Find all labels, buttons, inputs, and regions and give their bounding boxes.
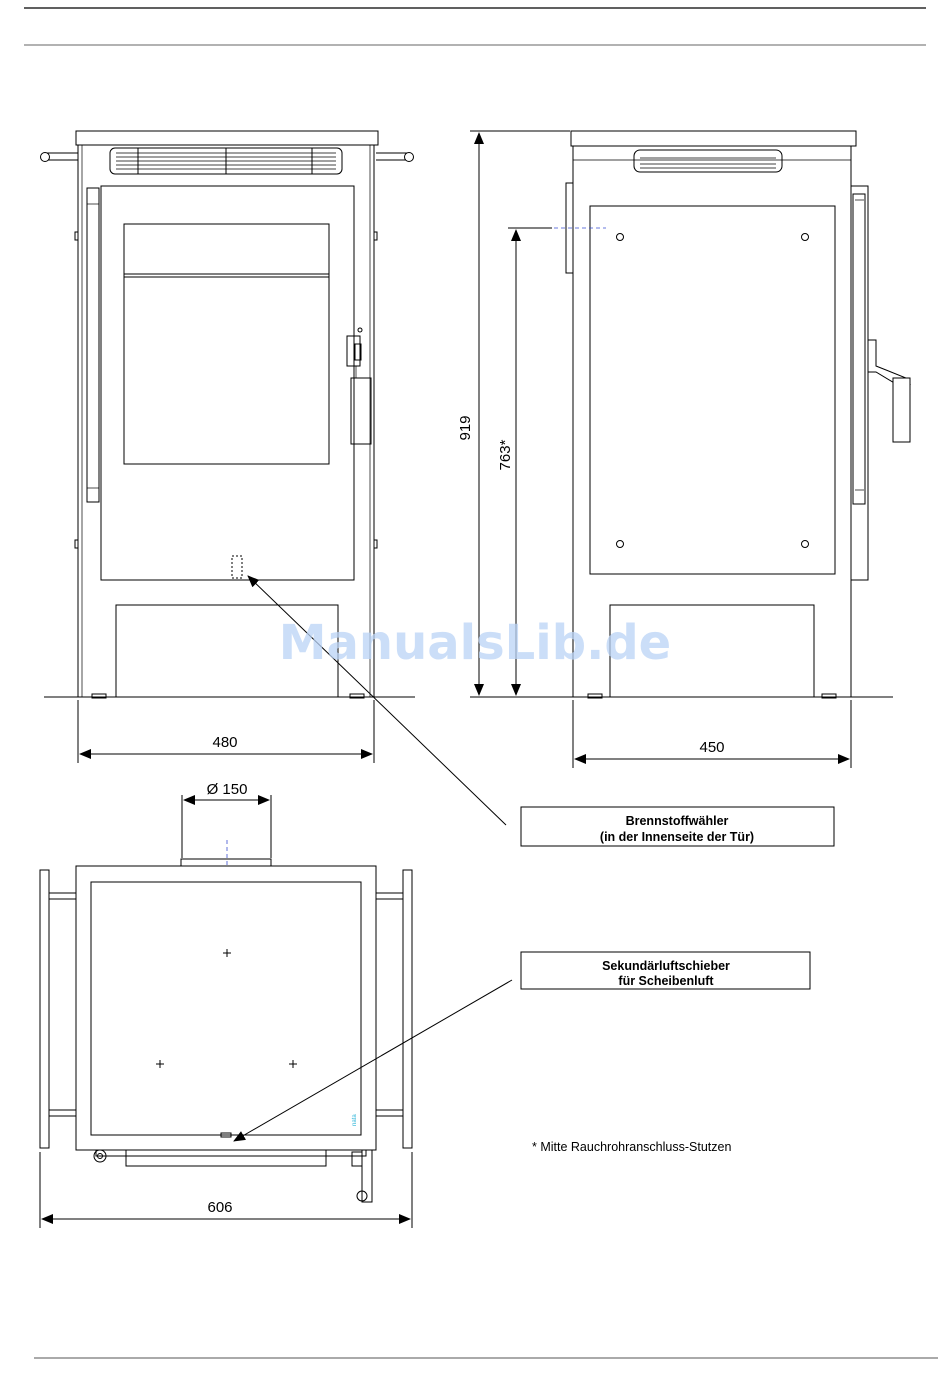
dim-front-width: 480 — [212, 734, 237, 751]
height-dimensions — [470, 131, 570, 697]
page-header-rules — [24, 8, 926, 45]
brand-mark: nata — [352, 1114, 358, 1126]
side-depth-dimension — [573, 700, 851, 768]
front-width-dimension — [78, 700, 374, 763]
top-width-dimension — [40, 1152, 412, 1228]
dim-top-width: 606 — [207, 1199, 232, 1216]
secondary-air-label-1: Sekundärluftschieber — [602, 959, 730, 973]
dim-height-total: 919 — [457, 415, 474, 440]
watermark: ManualsLib.de — [279, 615, 671, 671]
side-view — [532, 131, 910, 698]
dim-flue-diameter: Ø 150 — [207, 781, 248, 798]
footnote: * Mitte Rauchrohranschluss-Stutzen — [532, 1140, 731, 1154]
front-view — [41, 131, 416, 698]
fuel-selector-label-1: Brennstoffwähler — [626, 814, 729, 828]
top-view — [40, 795, 412, 1202]
fuel-selector-label-2: (in der Innenseite der Tür) — [600, 830, 754, 844]
dim-height-flue: 763* — [497, 439, 514, 470]
secondary-air-label-2: für Scheibenluft — [618, 974, 714, 988]
dim-side-depth: 450 — [699, 739, 724, 756]
